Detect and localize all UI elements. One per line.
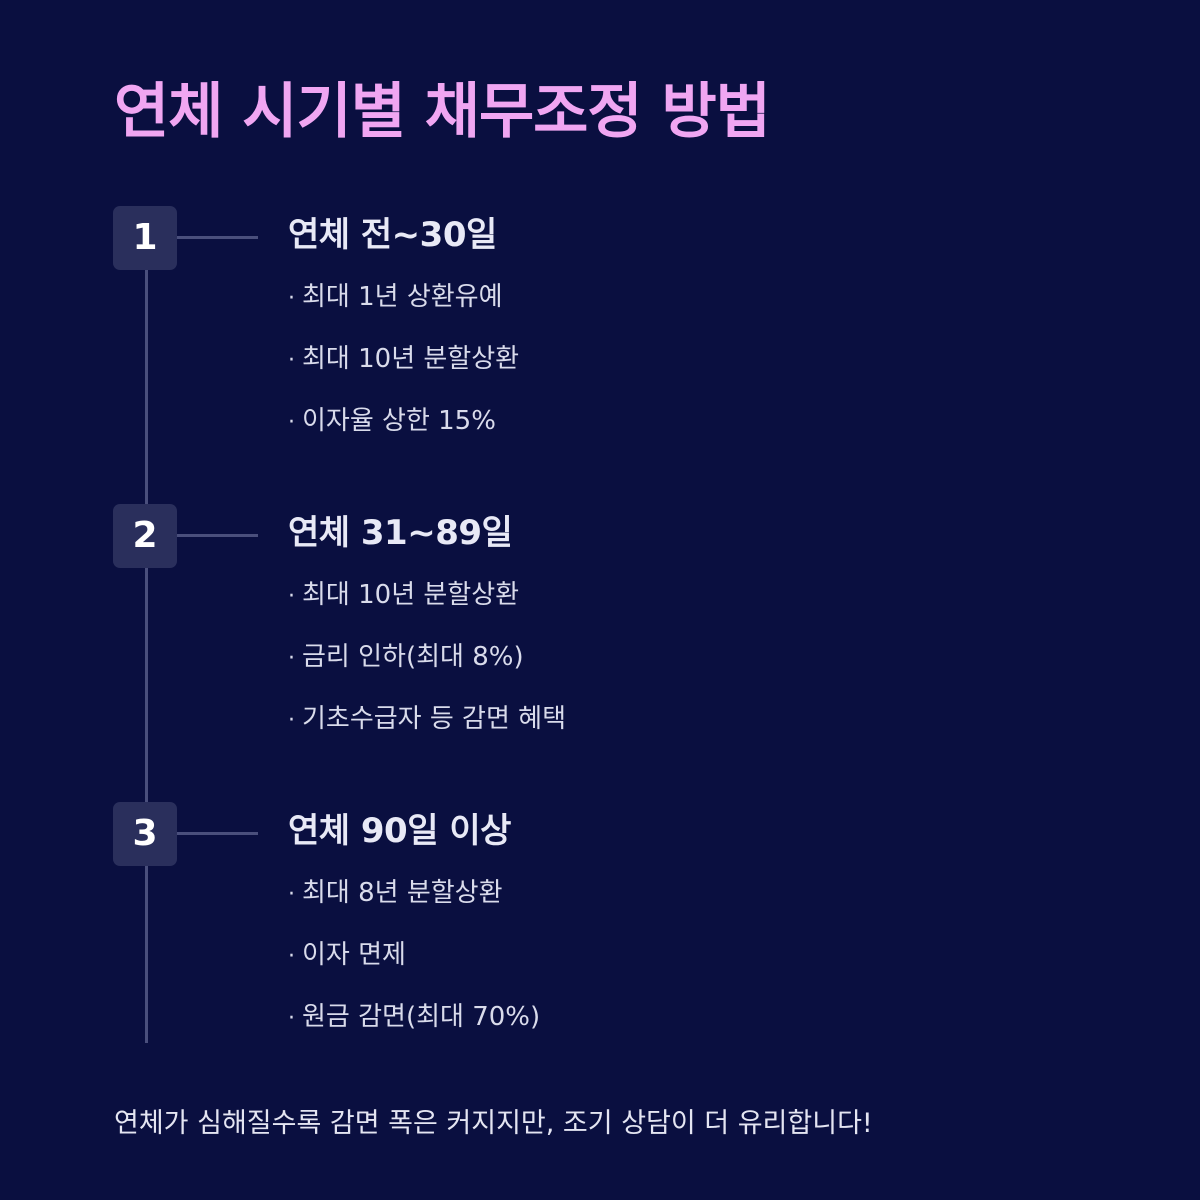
bullet-dot: · [288,584,295,609]
step-number-badge: 3 [113,802,177,866]
step-3: 3 연체 90일 이상 · 최대 8년 분할상환 · 이자 면제 · 원금 감면(최대… [0,802,1200,1052]
bullet-dot: · [288,286,295,311]
bullet-item: · 이자 면제 [288,938,540,1000]
bullet-dot: · [288,1006,295,1031]
bullet-text: 최대 8년 분할상환 [302,878,503,908]
bullet-text: 기초수급자 등 감면 혜택 [302,704,566,734]
step-number-badge: 1 [113,206,177,270]
bullet-text: 이자 면제 [302,940,406,970]
step-bullet-list: · 최대 10년 분할상환 · 금리 인하(최대 8%) · 기초수급자 등 감면 혜… [288,578,566,764]
bullet-dot: · [288,944,295,969]
step-bullet-list: · 최대 1년 상환유예 · 최대 10년 분할상환 · 이자율 상한 15% [288,280,519,466]
bullet-dot: · [288,410,295,435]
bullet-item: · 최대 10년 분할상환 [288,578,566,640]
bullet-text: 이자율 상한 15% [302,406,496,436]
step-connector [177,236,258,239]
step-title: 연체 90일 이상 [288,811,511,851]
footer-note: 연체가 심해질수록 감면 폭은 커지지만, 조기 상담이 더 유리합니다! [114,1108,873,1139]
bullet-text: 최대 10년 분할상환 [302,344,520,374]
bullet-text: 원금 감면(최대 70%) [302,1002,541,1032]
bullet-item: · 이자율 상한 15% [288,404,519,466]
step-title: 연체 31~89일 [288,513,513,553]
bullet-text: 최대 10년 분할상환 [302,580,520,610]
bullet-item: · 기초수급자 등 감면 혜택 [288,702,566,764]
bullet-dot: · [288,348,295,373]
step-1: 1 연체 전~30일 · 최대 1년 상환유예 · 최대 10년 분할상환 · 이자율… [0,206,1200,456]
step-title: 연체 전~30일 [288,215,497,255]
bullet-text: 최대 1년 상환유예 [302,282,503,312]
page-title: 연체 시기별 채무조정 방법 [114,77,771,147]
bullet-dot: · [288,646,295,671]
bullet-text: 금리 인하(최대 8%) [302,642,524,672]
bullet-item: · 최대 10년 분할상환 [288,342,519,404]
bullet-item: · 최대 1년 상환유예 [288,280,519,342]
step-connector [177,534,258,537]
bullet-item: · 원금 감면(최대 70%) [288,1000,540,1062]
bullet-item: · 최대 8년 분할상환 [288,876,540,938]
step-number-badge: 2 [113,504,177,568]
step-bullet-list: · 최대 8년 분할상환 · 이자 면제 · 원금 감면(최대 70%) [288,876,540,1062]
timeline-line [145,240,148,1043]
bullet-item: · 금리 인하(최대 8%) [288,640,566,702]
step-2: 2 연체 31~89일 · 최대 10년 분할상환 · 금리 인하(최대 8%) ·… [0,504,1200,754]
step-connector [177,832,258,835]
bullet-dot: · [288,708,295,733]
bullet-dot: · [288,882,295,907]
